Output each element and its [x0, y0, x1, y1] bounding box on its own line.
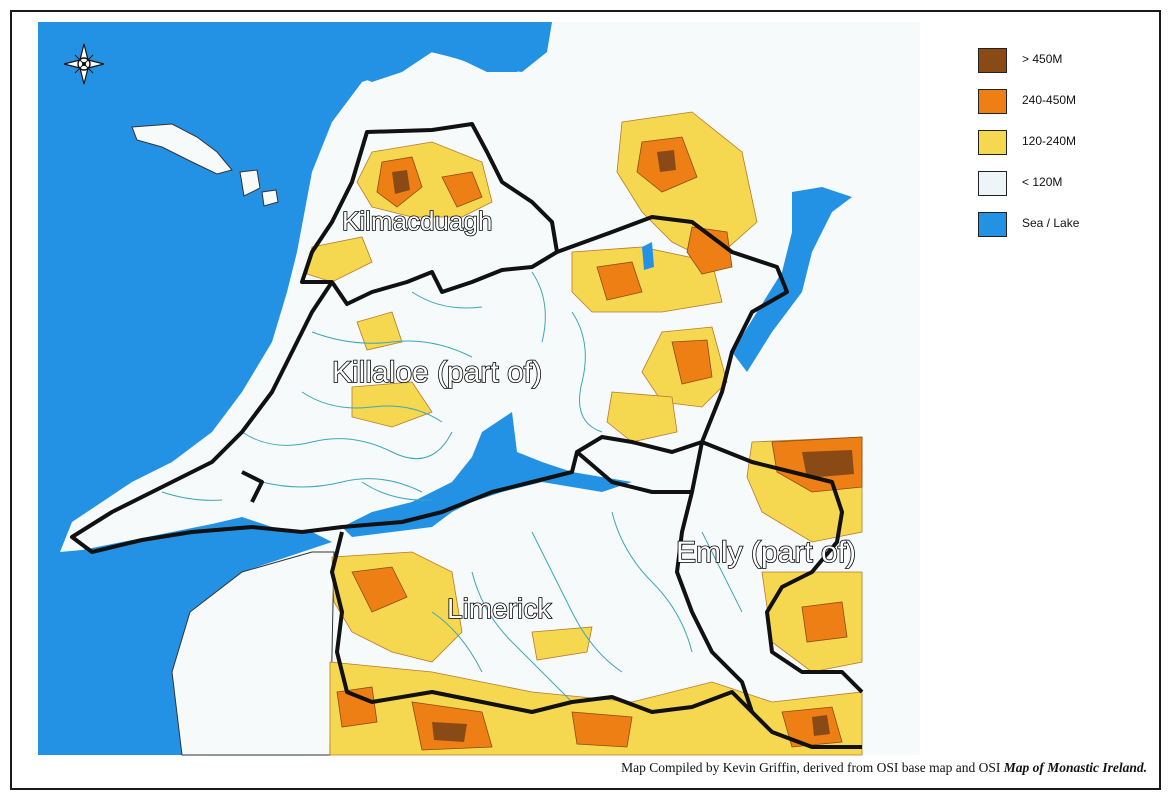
map-legend: > 450M 240-450M 120-240M < 120M Sea / La…: [978, 46, 1138, 251]
legend-label: > 450M: [1022, 52, 1063, 66]
killaloe-limerick-divide: [575, 450, 692, 494]
region-label-killaloe: Killaloe (part of): [332, 356, 542, 389]
legend-item: < 120M: [978, 169, 1138, 210]
diocese-boundaries: [70, 122, 864, 749]
limerick-boundary: [330, 531, 862, 749]
islet: [261, 189, 279, 207]
caption-text: Map Compiled by Kevin Griffin, derived f…: [621, 760, 1004, 775]
region-label-emly: Emly (part of): [676, 536, 856, 569]
west-spur: [241, 470, 264, 503]
legend-swatch: [978, 48, 1007, 73]
island: [131, 123, 233, 175]
relief-map: Kilmacduagh Killaloe (part of) Limerick …: [38, 22, 920, 756]
highland-brown: [392, 150, 854, 742]
kilmacduagh-boundary: [300, 122, 559, 306]
compass-rose-icon: [63, 43, 105, 85]
legend-label: 120-240M: [1022, 134, 1077, 148]
region-label-kilmacduagh: Kilmacduagh: [342, 206, 492, 236]
region-label-limerick: Limerick: [447, 593, 552, 624]
map-frame: Kilmacduagh Killaloe (part of) Limerick …: [10, 10, 1161, 790]
legend-swatch: [978, 130, 1007, 155]
caption-source-title: Map of Monastic Ireland.: [1003, 760, 1147, 775]
legend-item: Sea / Lake: [978, 210, 1138, 251]
legend-item: > 450M: [978, 46, 1138, 87]
legend-item: 120-240M: [978, 128, 1138, 169]
map-caption: Map Compiled by Kevin Griffin, derived f…: [621, 760, 1147, 776]
legend-label: Sea / Lake: [1022, 216, 1080, 230]
legend-item: 240-450M: [978, 87, 1138, 128]
lakes: [342, 187, 852, 537]
legend-swatch: [978, 171, 1007, 196]
killaloe-boundary: [70, 215, 789, 554]
legend-label: 240-450M: [1022, 93, 1077, 107]
sea-area: [38, 22, 552, 755]
legend-swatch: [978, 89, 1007, 114]
north-inlet: [332, 22, 552, 82]
legend-label: < 120M: [1022, 175, 1063, 189]
islet: [239, 169, 261, 197]
legend-swatch: [978, 212, 1007, 237]
rivers: [161, 271, 743, 703]
emly-boundary: [675, 440, 864, 713]
